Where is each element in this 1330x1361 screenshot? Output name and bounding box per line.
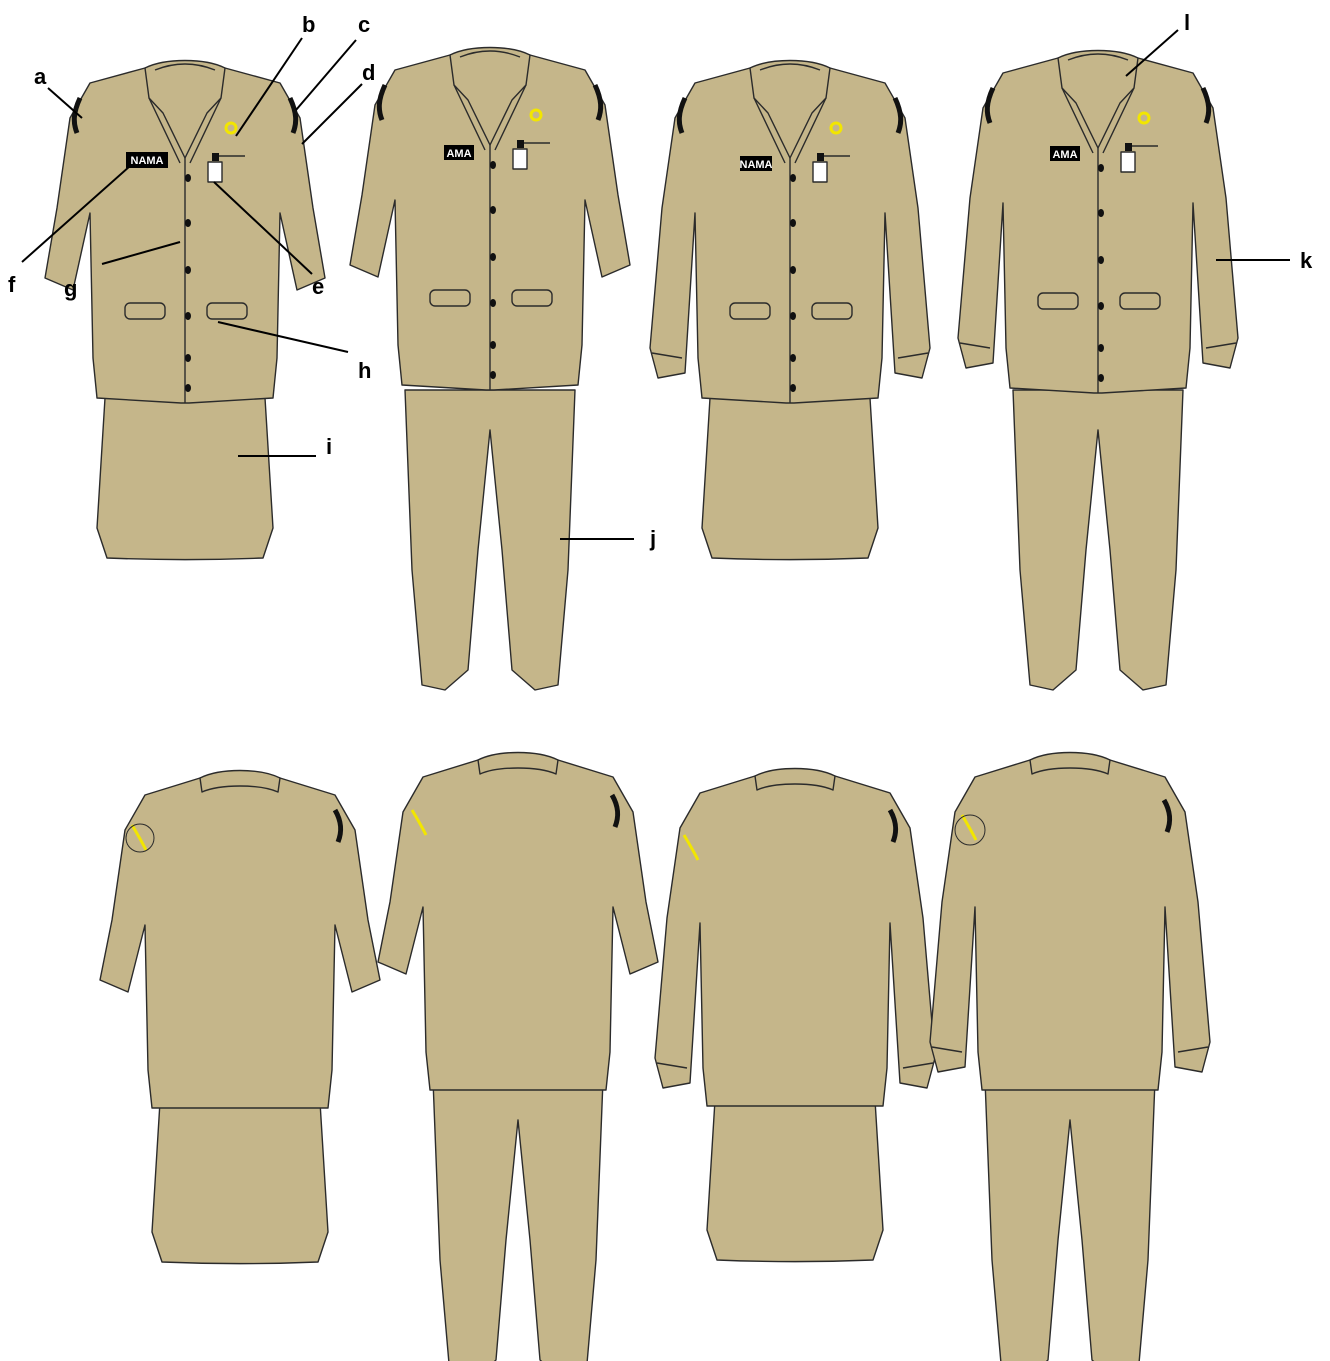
back-long-sleeve-trousers <box>930 753 1210 1361</box>
callout-a: a <box>34 64 47 89</box>
callout-c: c <box>358 12 370 37</box>
callout-f: f <box>8 272 16 297</box>
callout-k: k <box>1300 248 1313 273</box>
callout-h: h <box>358 358 371 383</box>
nameplate-label: AMA <box>1052 149 1077 161</box>
callout-g: g <box>64 276 77 301</box>
callout-i: i <box>326 434 332 459</box>
front-short-sleeve-trousers: AMA <box>350 48 630 691</box>
callout-e: e <box>312 274 324 299</box>
front-long-sleeve-skirt: NAMA <box>650 61 930 560</box>
nameplate-label: NAMA <box>740 159 773 171</box>
nameplate-label: AMA <box>446 148 471 160</box>
back-short-sleeve-trousers <box>378 753 658 1361</box>
back-long-sleeve-skirt <box>655 769 935 1262</box>
callout-j: j <box>649 526 656 551</box>
front-long-sleeve-trousers: AMA <box>958 51 1238 691</box>
front-short-sleeve-skirt: NAMA <box>45 61 325 560</box>
back-short-sleeve-skirt <box>100 771 380 1264</box>
nameplate-label: NAMA <box>131 155 164 167</box>
callout-b: b <box>302 12 315 37</box>
callout-d: d <box>362 60 375 85</box>
callout-l: l <box>1184 10 1190 35</box>
